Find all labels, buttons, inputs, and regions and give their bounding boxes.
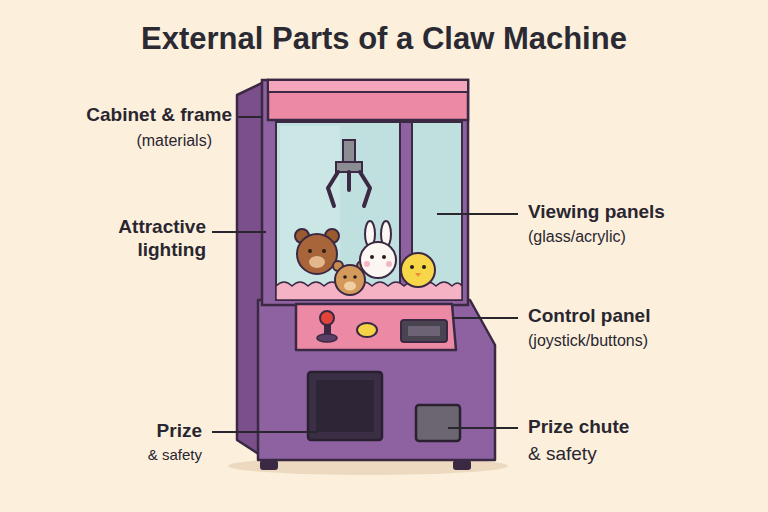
leader-lines: [212, 117, 518, 432]
part-name: Cabinet & frame: [86, 104, 232, 127]
part-name: Attractive lighting: [86, 216, 206, 262]
part-name: Control panel: [528, 305, 650, 328]
part-name: Prize: [157, 420, 202, 443]
part-note: & safety: [148, 446, 202, 464]
part-note: (materials): [136, 131, 212, 150]
part-note: & safety: [528, 443, 597, 466]
part-name: Viewing panels: [528, 201, 665, 224]
part-note: (joystick/buttons): [528, 331, 648, 350]
diagram-title: External Parts of a Claw Machine: [0, 20, 768, 57]
part-note: (glass/acrylic): [528, 227, 626, 246]
part-name: Prize chute: [528, 416, 629, 439]
